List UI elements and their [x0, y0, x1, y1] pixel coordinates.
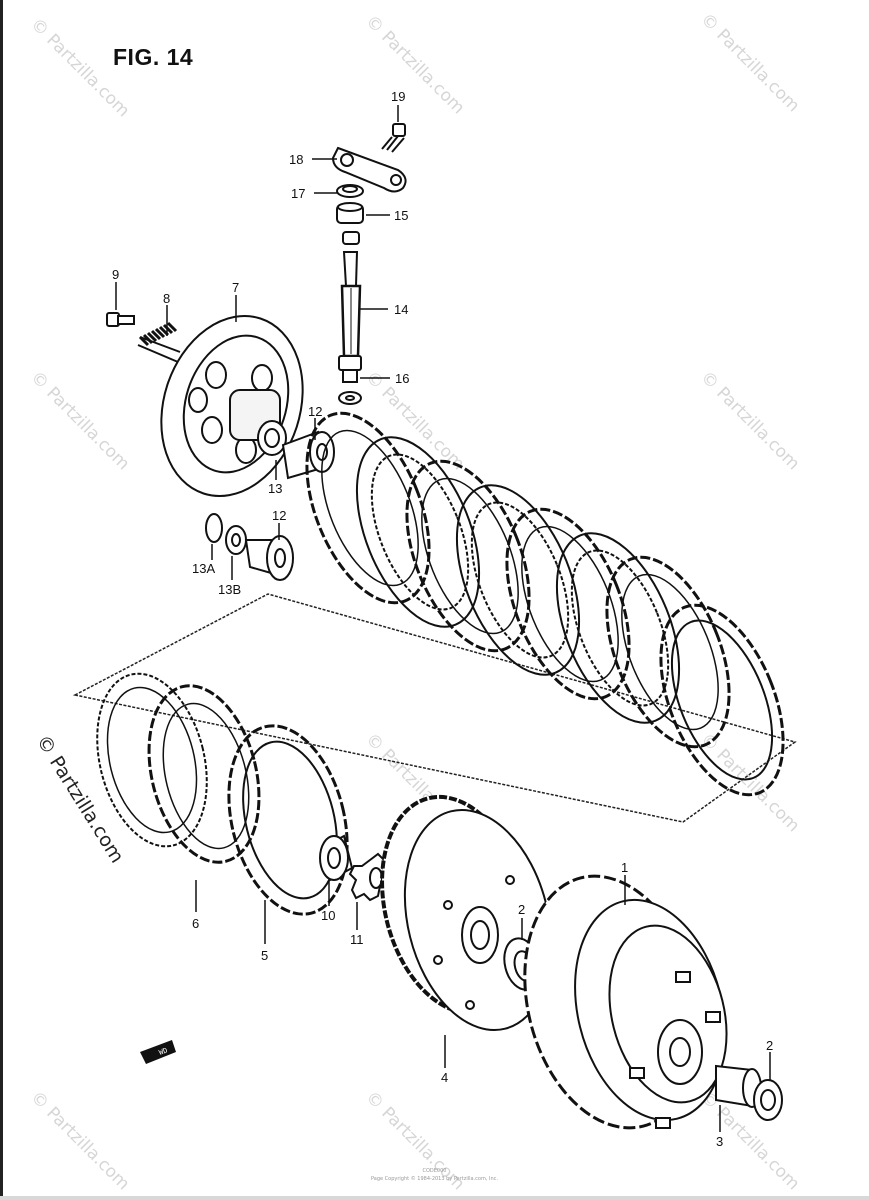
- footer-code: CODE000: [422, 1168, 447, 1174]
- bearing-group-upper: [281, 430, 335, 480]
- hub-nut-and-washer: [319, 834, 392, 902]
- release-shaft-assembly: [331, 123, 407, 405]
- callout-19: 19: [391, 89, 405, 104]
- spacer-and-washer: [715, 1064, 783, 1121]
- front-arrow-icon: WD: [140, 1040, 176, 1064]
- pressure-plate-assembly: [106, 312, 304, 497]
- scan-edge-bottom: [0, 1196, 869, 1200]
- callout-labels: 1 2 2 3 4 5 6 7 8 9 10 11 12 12 13 13A 1…: [112, 89, 773, 1149]
- upper-plate-stack: [305, 411, 785, 797]
- callout-10: 10: [321, 908, 335, 923]
- callout-1: 1: [621, 860, 628, 875]
- callout-13A: 13A: [192, 561, 215, 576]
- callout-18: 18: [289, 152, 303, 167]
- callout-3: 3: [716, 1134, 723, 1149]
- watermark-text: © Partzilla.com: [696, 367, 803, 474]
- svg-text:WD: WD: [158, 1046, 169, 1056]
- scan-edge-left: [0, 0, 3, 1200]
- callout-15: 15: [394, 208, 408, 223]
- watermark-text-dark: © Partzilla.com: [32, 731, 128, 867]
- watermark-text: © Partzilla.com: [696, 9, 803, 116]
- callout-9: 9: [112, 267, 119, 282]
- callout-17: 17: [291, 186, 305, 201]
- callout-6: 6: [192, 916, 199, 931]
- callout-7: 7: [232, 280, 239, 295]
- watermark-text: © Partzilla.com: [361, 11, 468, 118]
- callout-12-lower: 12: [272, 508, 286, 523]
- callout-4: 4: [441, 1070, 448, 1085]
- watermark-text: © Partzilla.com: [696, 729, 803, 836]
- clutch-housing: [523, 874, 728, 1130]
- callout-12-upper: 12: [308, 404, 322, 419]
- callout-14: 14: [394, 302, 408, 317]
- callout-8: 8: [163, 291, 170, 306]
- watermark-text: © Partzilla.com: [26, 367, 133, 474]
- callout-2-upper: 2: [518, 902, 525, 917]
- leader-lines: [115, 105, 771, 1132]
- footer-copyright: Page Copyright © 1984-2013 by Partzilla.…: [370, 1176, 499, 1182]
- callout-13B: 13B: [218, 582, 241, 597]
- callout-13: 13: [268, 481, 282, 496]
- callout-2-lower: 2: [766, 1038, 773, 1053]
- bearing-group-lower: [205, 513, 294, 581]
- figure-title: FIG. 14: [113, 44, 194, 70]
- callout-16: 16: [395, 371, 409, 386]
- callout-11: 11: [350, 932, 364, 947]
- lower-plate-stack: [96, 672, 349, 916]
- plate-set-bracket: [72, 593, 797, 823]
- watermark-text: © Partzilla.com: [361, 367, 468, 474]
- callout-5: 5: [261, 948, 268, 963]
